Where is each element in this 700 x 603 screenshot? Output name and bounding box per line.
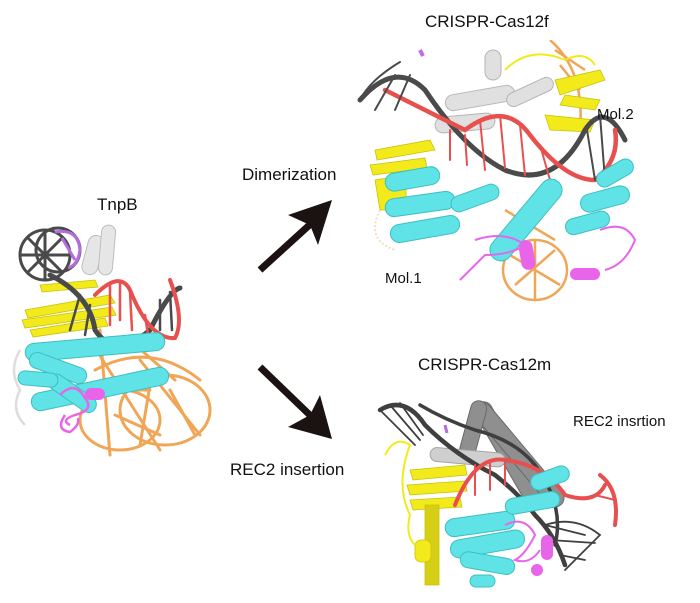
- cas12m-structure-illustration: [377, 400, 618, 588]
- rec2-insertion-arrow-icon: [257, 364, 332, 439]
- rec2-insertion-label: REC2 insertion: [230, 460, 345, 479]
- tnpb-structure-illustration: [12, 224, 212, 457]
- dimerization-arrow-icon: [257, 200, 332, 273]
- cas12f-title: CRISPR-Cas12f: [425, 12, 549, 31]
- cas12f-structure-illustration: [357, 40, 637, 302]
- mol1-annotation: Mol.1: [385, 270, 422, 287]
- cas12m-title: CRISPR-Cas12m: [418, 355, 552, 374]
- dimerization-label: Dimerization: [242, 165, 337, 184]
- mol2-annotation: Mol.2: [597, 106, 634, 123]
- rec2-insertion-annotation: REC2 insrtion: [573, 413, 666, 430]
- tnpb-title: TnpB: [97, 195, 138, 214]
